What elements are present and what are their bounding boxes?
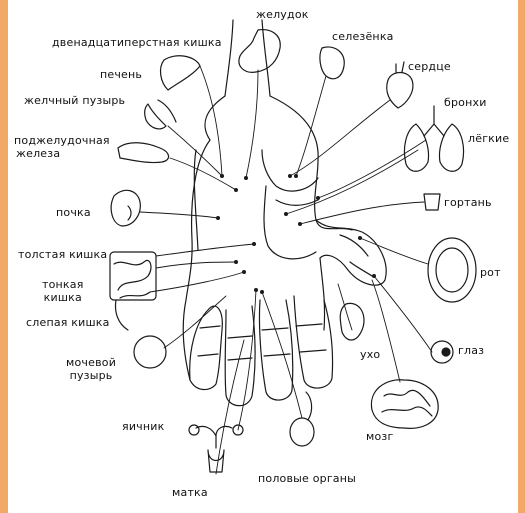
kidney-drawing	[111, 190, 140, 226]
label-kidney: почка	[56, 206, 91, 219]
label-larynx: гортань	[444, 196, 492, 209]
bladder-drawing	[134, 336, 166, 368]
label-gallbladder: желчный пузырь	[24, 94, 125, 107]
label-bladder: мочевой пузырь	[66, 356, 116, 382]
label-bronchi: бронхи	[444, 96, 487, 109]
label-liver: печень	[100, 68, 142, 81]
label-ovary: яичник	[122, 420, 164, 433]
leader-lines	[140, 66, 432, 474]
label-uterus: матка	[172, 486, 208, 499]
label-eye: глаз	[458, 344, 484, 357]
label-lungs: лёгкие	[468, 132, 509, 145]
ear-drawing	[340, 303, 364, 340]
bronchi-lungs-drawing	[404, 106, 463, 171]
label-mouth: рот	[480, 266, 501, 279]
label-large-intestine: толстая кишка	[18, 248, 107, 261]
mouth-drawing	[428, 238, 476, 302]
label-brain: мозг	[366, 430, 393, 443]
spleen-drawing	[320, 47, 344, 79]
gallbladder-drawing	[145, 100, 176, 129]
label-ear: ухо	[360, 348, 380, 361]
label-genitals: половые органы	[258, 472, 356, 485]
label-heart: сердце	[408, 60, 451, 73]
intestines-drawing	[110, 252, 156, 330]
label-cecum: слепая кишка	[26, 316, 110, 329]
liver-drawing	[161, 56, 200, 90]
label-duodenum: двенадцатиперстная кишка	[52, 36, 222, 49]
larynx-drawing	[424, 194, 440, 210]
genitals-drawing	[290, 392, 314, 446]
label-stomach: желудок	[256, 8, 309, 21]
eye-drawing	[431, 341, 453, 363]
uterus-drawing	[208, 450, 224, 472]
stomach-drawing	[239, 30, 280, 73]
fingers	[190, 296, 333, 406]
label-pancreas: поджелудочная железа	[14, 134, 110, 160]
label-spleen: селезёнка	[332, 30, 394, 43]
brain-drawing	[371, 380, 438, 429]
ovary-drawing	[189, 425, 243, 448]
reflex-points	[216, 174, 376, 294]
label-small-intestine: тонкая кишка	[42, 278, 84, 304]
pancreas-drawing	[118, 143, 169, 163]
